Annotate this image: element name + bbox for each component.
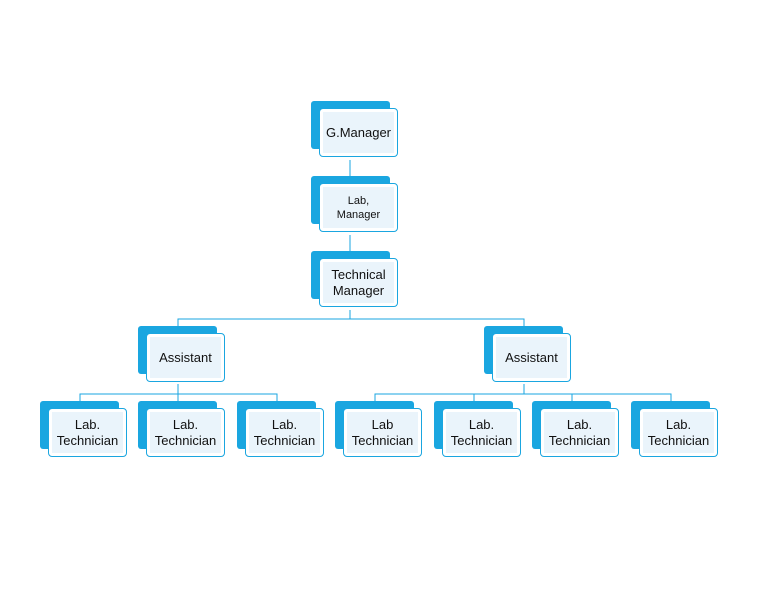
node-box: Lab. Technician [639, 408, 718, 457]
node-label: Lab Technician [347, 412, 418, 453]
node-label: Lab. Technician [544, 412, 615, 453]
node-label: Lab. Technician [249, 412, 320, 453]
connector-assistant_right-to-tech_7 [523, 384, 672, 401]
node-box: Technical Manager [319, 258, 398, 307]
connector-technical_manager-to-assistant_right [349, 310, 525, 326]
connector-assistant_right-to-tech_6 [523, 384, 573, 401]
node-label: Lab, Manager [323, 187, 394, 228]
node-label: G.Manager [323, 112, 394, 153]
connector-assistant_right-to-tech_4 [374, 384, 525, 401]
node-box: Lab, Manager [319, 183, 398, 232]
node-box: Lab. Technician [245, 408, 324, 457]
node-label: Technical Manager [323, 262, 394, 303]
node-label: Lab. Technician [150, 412, 221, 453]
node-label: Lab. Technician [52, 412, 123, 453]
connector-assistant_right-to-tech_5 [473, 384, 525, 401]
node-box: Lab. Technician [48, 408, 127, 457]
node-label: Assistant [496, 337, 567, 378]
node-box: Lab. Technician [540, 408, 619, 457]
node-label: Lab. Technician [446, 412, 517, 453]
node-box: Assistant [492, 333, 571, 382]
node-box: Assistant [146, 333, 225, 382]
node-box: Lab. Technician [442, 408, 521, 457]
node-box: G.Manager [319, 108, 398, 157]
node-label: Lab. Technician [643, 412, 714, 453]
node-label: Assistant [150, 337, 221, 378]
connector-technical_manager-to-assistant_left [177, 310, 351, 326]
connector-assistant_left-to-tech_3 [177, 384, 278, 401]
connector-assistant_left-to-tech_1 [79, 384, 179, 401]
node-box: Lab Technician [343, 408, 422, 457]
node-box: Lab. Technician [146, 408, 225, 457]
